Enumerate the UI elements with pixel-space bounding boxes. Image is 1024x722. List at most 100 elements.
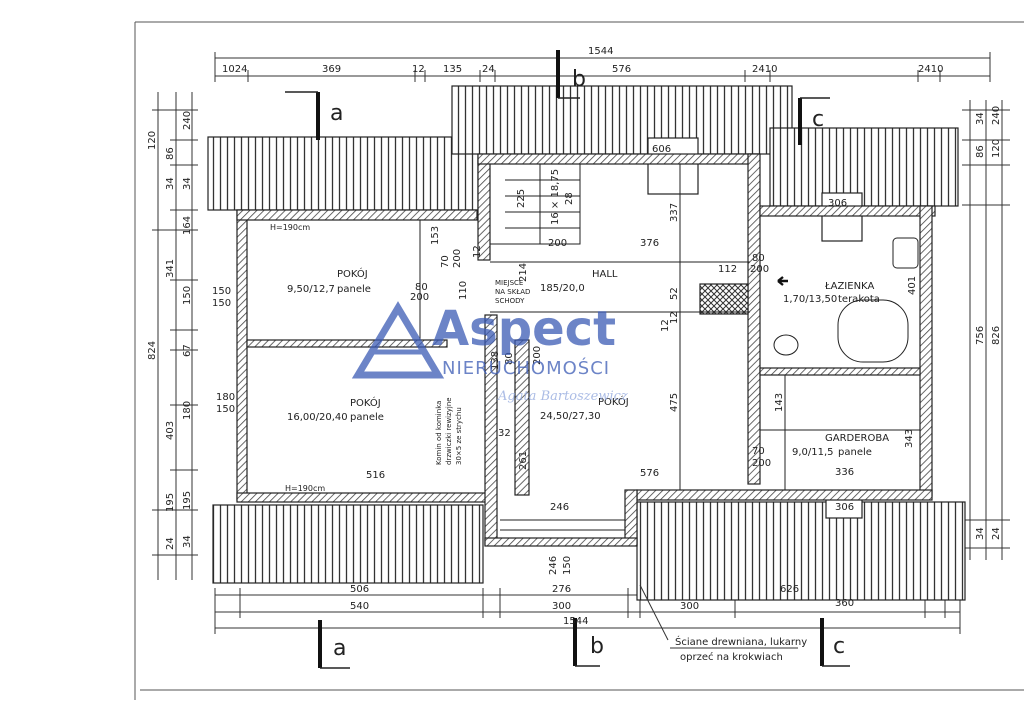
stair-note-line-1: MIEJSCE xyxy=(495,279,523,287)
dim-inner-29: 246 xyxy=(550,502,569,513)
watermark-signature: Agata Bartoszewicz xyxy=(497,389,628,404)
dim-right-small-6: 343 xyxy=(904,429,915,448)
room-finish: panele xyxy=(337,284,371,295)
dim-inner-13: 12 xyxy=(472,245,483,258)
section-letter-a-top: a xyxy=(330,101,343,126)
room-finish: panele xyxy=(350,412,384,423)
ceiling-note-bottom: H=190cm xyxy=(285,484,325,493)
room-area: 9,0/11,5 xyxy=(792,447,834,458)
dim-right-small-2: 240 xyxy=(991,106,1002,125)
dim-right-small-8: 24 xyxy=(991,527,1002,540)
dim-inner-38: 180 xyxy=(216,392,235,403)
dim-inner-18: 200 xyxy=(410,292,429,303)
interior-lines xyxy=(419,163,920,531)
room-pokoj-2: POKÓJ 16,00/20,40 panele xyxy=(287,396,384,423)
dim-inner-16: 200 xyxy=(452,249,463,268)
dim-inner-41: 150 xyxy=(212,298,231,309)
dim-inner-17: 80 xyxy=(415,282,428,293)
dim-right-total-2: 826 xyxy=(991,326,1002,345)
dim-bottom-2-3: 300 xyxy=(680,601,699,612)
room-name: POKÓJ xyxy=(337,267,368,280)
dim-inner-28: 261 xyxy=(518,451,529,470)
stair-note: MIEJSCE NA SKŁAD SCHODY xyxy=(495,279,530,305)
room-pokoj-3: POKÓJ 24,50/27,30 xyxy=(540,395,629,422)
dim-inner-12: 214 xyxy=(518,263,529,282)
dim-inner-10: 52 xyxy=(669,287,680,300)
dim-inner-19: 110 xyxy=(458,281,469,300)
dim-top-1: 1024 xyxy=(222,64,247,75)
dim-inner-3: 28 xyxy=(564,192,575,205)
chimney-note-line-2: drzwiczki rewizyjne xyxy=(445,397,453,465)
room-finish: terakota xyxy=(838,294,880,305)
dim-left-small-9: 24 xyxy=(165,537,176,550)
dim-left-small-10: 240 xyxy=(182,111,193,130)
dim-inner-39: 150 xyxy=(216,404,235,415)
chimney-note: Komin od kominka drzwiczki rewizyjne 30×… xyxy=(435,397,463,465)
right-dimension-lines xyxy=(962,100,1010,560)
dim-left-section-2: 403 xyxy=(165,421,176,440)
section-letter-a-bottom: a xyxy=(333,636,346,661)
dim-inner-15: 70 xyxy=(440,255,451,268)
dim-left-small-2: 86 xyxy=(165,147,176,160)
roof-hatch-areas xyxy=(207,85,966,601)
legend-line-1: Ściane drewniana, lukarny xyxy=(675,635,807,648)
dim-inner-8: 200 xyxy=(750,264,769,275)
room-area: 16,00/20,40 xyxy=(287,412,348,423)
dim-inner-34: 336 xyxy=(835,467,854,478)
room-name: GARDEROBA xyxy=(825,433,889,444)
dim-bottom-3: 626 xyxy=(780,584,799,595)
dim-inner-14: 153 xyxy=(430,226,441,245)
room-area: 1,70/13,50 xyxy=(783,294,837,305)
dim-left-small-6: 180 xyxy=(182,401,193,420)
dim-top-6: 576 xyxy=(612,64,631,75)
legend-note: Ściane drewniana, lukarny oprzeć na krok… xyxy=(639,584,807,663)
dim-top-total: 1544 xyxy=(588,46,613,57)
dim-inner-6: 376 xyxy=(640,238,659,249)
room-area: 185/20,0 xyxy=(540,283,585,294)
dim-inner-27: 32 xyxy=(498,428,511,439)
dim-top-3: 12 xyxy=(412,64,425,75)
dim-inner-1: 225 xyxy=(516,189,527,208)
room-finish: panele xyxy=(838,447,872,458)
dim-inner-4: 337 xyxy=(669,203,680,222)
dim-right-small-5: 401 xyxy=(907,276,918,295)
dim-right-small-3: 86 xyxy=(975,145,986,158)
watermark-logo: Aspect NIERUCHOMOŚCI Agata Bartoszewicz xyxy=(351,301,628,404)
room-lazienka: ŁAZIENKA 1,70/13,50 terakota xyxy=(783,281,880,305)
section-letter-b-top: b xyxy=(572,67,586,92)
dim-right-small-7: 34 xyxy=(975,527,986,540)
dim-inner-40: 150 xyxy=(212,286,231,297)
dim-bottom-2-1: 540 xyxy=(350,601,369,612)
dim-inner-33: 576 xyxy=(640,468,659,479)
dim-top-8: 2410 xyxy=(918,64,943,75)
dim-left-small-5: 67 xyxy=(182,344,193,357)
dim-left-small-7: 195 xyxy=(165,493,176,512)
dim-inner-23: 475 xyxy=(669,393,680,412)
dim-left-small-3: 164 xyxy=(182,216,193,235)
dim-inner-36: 306 xyxy=(835,502,854,513)
section-letter-c-top: c xyxy=(812,107,824,132)
watermark-sub: NIERUCHOMOŚCI xyxy=(442,357,610,379)
section-arrows xyxy=(285,91,850,669)
room-area: 9,50/12,7 xyxy=(287,284,335,295)
dim-inner-35: 306 xyxy=(828,198,847,209)
dim-inner-5: 200 xyxy=(548,238,567,249)
dim-inner-7: 112 xyxy=(718,264,737,275)
dim-inner-9: 80 xyxy=(752,253,765,264)
dim-inner-22: 200 xyxy=(532,346,543,365)
legend-line-2: oprzeć na krokwiach xyxy=(680,651,783,663)
dim-bottom-2: 276 xyxy=(552,584,571,595)
dim-inner-21: 80 xyxy=(504,352,515,365)
dim-inner-37: 606 xyxy=(652,144,671,155)
dim-top-7: 2410 xyxy=(752,64,777,75)
dim-left-section-3: 195 xyxy=(182,491,193,510)
ceiling-note-top: H=190cm xyxy=(270,223,310,232)
dim-inner-24: 143 xyxy=(774,393,785,412)
dim-right-small-4: 120 xyxy=(991,139,1002,158)
dim-inner-20: 138 xyxy=(490,351,501,370)
stair-note-line-2: NA SKŁAD xyxy=(495,288,530,296)
dim-inner-11: 12 xyxy=(669,311,680,324)
dim-top-5: 24 xyxy=(482,64,495,75)
top-dimension-lines xyxy=(214,52,991,82)
